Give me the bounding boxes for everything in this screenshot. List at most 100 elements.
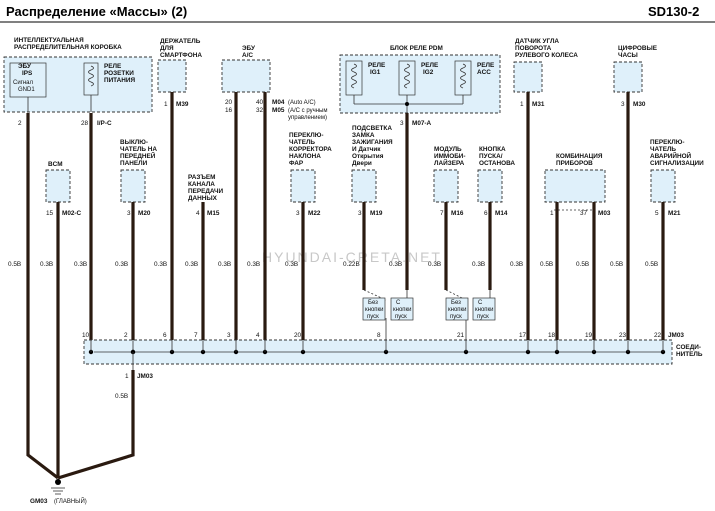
pin-ac-c: 40: [256, 99, 264, 106]
joint-label-1: СОЕДИ-: [676, 344, 701, 351]
ecu-ac: ЭБУ A/C: [221, 45, 271, 93]
conn-ipc: I/P-C: [97, 120, 112, 127]
steer-label-2: ПОВОРОТА: [515, 45, 552, 52]
conn-front: M20: [138, 210, 151, 217]
joint-pin-10: 10: [82, 332, 90, 339]
conn-dlc: M15: [207, 210, 220, 217]
front-label-4: ПАНЕЛИ: [120, 160, 148, 167]
spec-imm: 0.3B: [428, 261, 441, 268]
pin-ips: 2: [18, 120, 22, 127]
opt-d1: С: [478, 300, 483, 306]
pin-ac-d: 32: [256, 107, 264, 114]
conn-imm: M16: [451, 210, 464, 217]
opt-a3: пуск: [367, 314, 379, 320]
joint-pin-3: 3: [227, 332, 231, 339]
pin-dlc: 4: [196, 210, 200, 217]
ipc-label-2: РАСПРЕДЕЛИТЕЛЬНАЯ КОРОБКА: [14, 44, 122, 51]
pin-start: 6: [484, 210, 488, 217]
ac-note-b: (A/C с ручным: [288, 108, 327, 114]
conn-cluster: M03: [598, 210, 611, 217]
opt-a2: кнопки: [365, 307, 384, 313]
wires: [26, 92, 665, 480]
watermark: HYUNDAI-CRETA.NET: [262, 249, 442, 265]
joint-pin-22: 22: [654, 332, 662, 339]
pin-steer: 1: [520, 101, 524, 108]
option-with-button-a: С кнопки пуск: [390, 297, 414, 321]
spec-clu-b: 0.5B: [576, 261, 589, 268]
ecu-ac-label-1: ЭБУ: [242, 45, 256, 52]
spec-ac-b: 0.3B: [247, 261, 260, 268]
ign-label-2: ЗАМКА: [352, 132, 375, 139]
clock-label-2: ЧАСЫ: [618, 52, 638, 59]
socket-relay-3: ПИТАНИЯ: [104, 77, 136, 84]
opt-c2: кнопки: [448, 307, 467, 313]
relay-ig2-2: IG2: [423, 69, 434, 76]
cluster-label-1: КОМБИНАЦИЯ: [556, 153, 603, 160]
opt-d2: кнопки: [475, 307, 494, 313]
joint-pin-4: 4: [256, 332, 260, 339]
head-label-2: ЧАТЕЛЬ: [289, 139, 315, 146]
spec-dlc: 0.3B: [185, 261, 198, 268]
wire-joint-ground: [57, 370, 135, 480]
head-label-4: НАКЛОНА: [289, 153, 321, 160]
start-label-3: ОСТАНОВА: [479, 160, 515, 167]
imm-label-1: МОДУЛЬ: [434, 146, 462, 153]
spec-clu-a: 0.5B: [540, 261, 553, 268]
dlc-label-1: РАЗЪЕМ: [188, 174, 215, 181]
signal-label-1: Сигнал: [13, 80, 34, 86]
ips-label-1: ЭБУ: [18, 63, 32, 70]
front-label-2: ЧАТЕЛЬ НА: [120, 146, 157, 153]
spec-bcm: 0.3B: [40, 261, 53, 268]
joint-out-conn: JM03: [137, 373, 153, 380]
pdm-label: БЛОК РЕЛЕ PDM: [390, 45, 443, 52]
spec-pdm: 0.3B: [389, 261, 402, 268]
pin-haz: 5: [655, 210, 659, 217]
spec-ac-a: 0.3B: [218, 261, 231, 268]
conn-head: M22: [308, 210, 321, 217]
joint-pin-21: 21: [457, 332, 465, 339]
ign-label-1: ПОДСВЕТКА: [352, 125, 392, 132]
immobilizer-module: МОДУЛЬ ИММОБИ- ЛАЙЗЕРА: [433, 146, 466, 203]
joint-pin-2: 2: [124, 332, 128, 339]
wire-ips-ground: [26, 113, 59, 480]
opt-d3: пуск: [477, 314, 489, 320]
cluster-label-2: ПРИБОРОВ: [556, 160, 593, 167]
imm-label-2: ИММОБИ-: [434, 153, 466, 160]
head-label-3: КОРРЕКТОРА: [289, 146, 332, 153]
option-with-button-b: С кнопки пуск: [472, 297, 496, 321]
option-no-button-a: Без кнопки пуск: [362, 297, 386, 321]
smartphone-holder: ДЕРЖАТЕЛЬ ДЛЯ СМАРТФОНА: [157, 38, 202, 93]
diagram-code: SD130-2: [648, 4, 699, 19]
spec-ign: 0.22B: [343, 261, 360, 268]
pin-imm: 7: [440, 210, 444, 217]
conn-ign: M19: [370, 210, 383, 217]
socket-relay-1: РЕЛЕ: [104, 63, 122, 70]
front-label-1: ВЫКЛЮ-: [120, 139, 148, 146]
head-label-1: ПЕРЕКЛЮ-: [289, 132, 323, 139]
start-stop-button: КНОПКА ПУСКА/ ОСТАНОВА: [477, 146, 515, 203]
relay-acc-2: ACC: [477, 69, 491, 76]
smartphone-label-2: ДЛЯ: [160, 45, 174, 52]
joint-conn: JM03: [668, 332, 684, 339]
spec-head: 0.3B: [285, 261, 298, 268]
pin-smartphone: 1: [164, 101, 168, 108]
spec-front: 0.3B: [115, 261, 128, 268]
pin-cluster-b: 37: [580, 210, 588, 217]
digital-clock: ЦИФРОВЫЕ ЧАСЫ: [613, 45, 658, 93]
opt-b2: кнопки: [393, 307, 412, 313]
option-no-button-b: Без кнопки пуск: [445, 297, 469, 321]
smartphone-label-3: СМАРТФОНА: [160, 52, 202, 59]
opt-b1: С: [396, 300, 401, 306]
front-label-3: ПЕРЕДНЕЙ: [120, 151, 156, 160]
spec-joint: 0.5B: [115, 393, 128, 400]
front-panel-switch: ВЫКЛЮ- ЧАТЕЛЬ НА ПЕРЕДНЕЙ ПАНЕЛИ: [120, 139, 157, 203]
pin-clock: 3: [621, 101, 625, 108]
pin-bcm: 15: [46, 210, 54, 217]
spec-steer: 0.3B: [510, 261, 523, 268]
joint-pin-19: 19: [585, 332, 593, 339]
spec-ipc: 0.3B: [74, 261, 87, 268]
joint-pin-20: 20: [294, 332, 302, 339]
